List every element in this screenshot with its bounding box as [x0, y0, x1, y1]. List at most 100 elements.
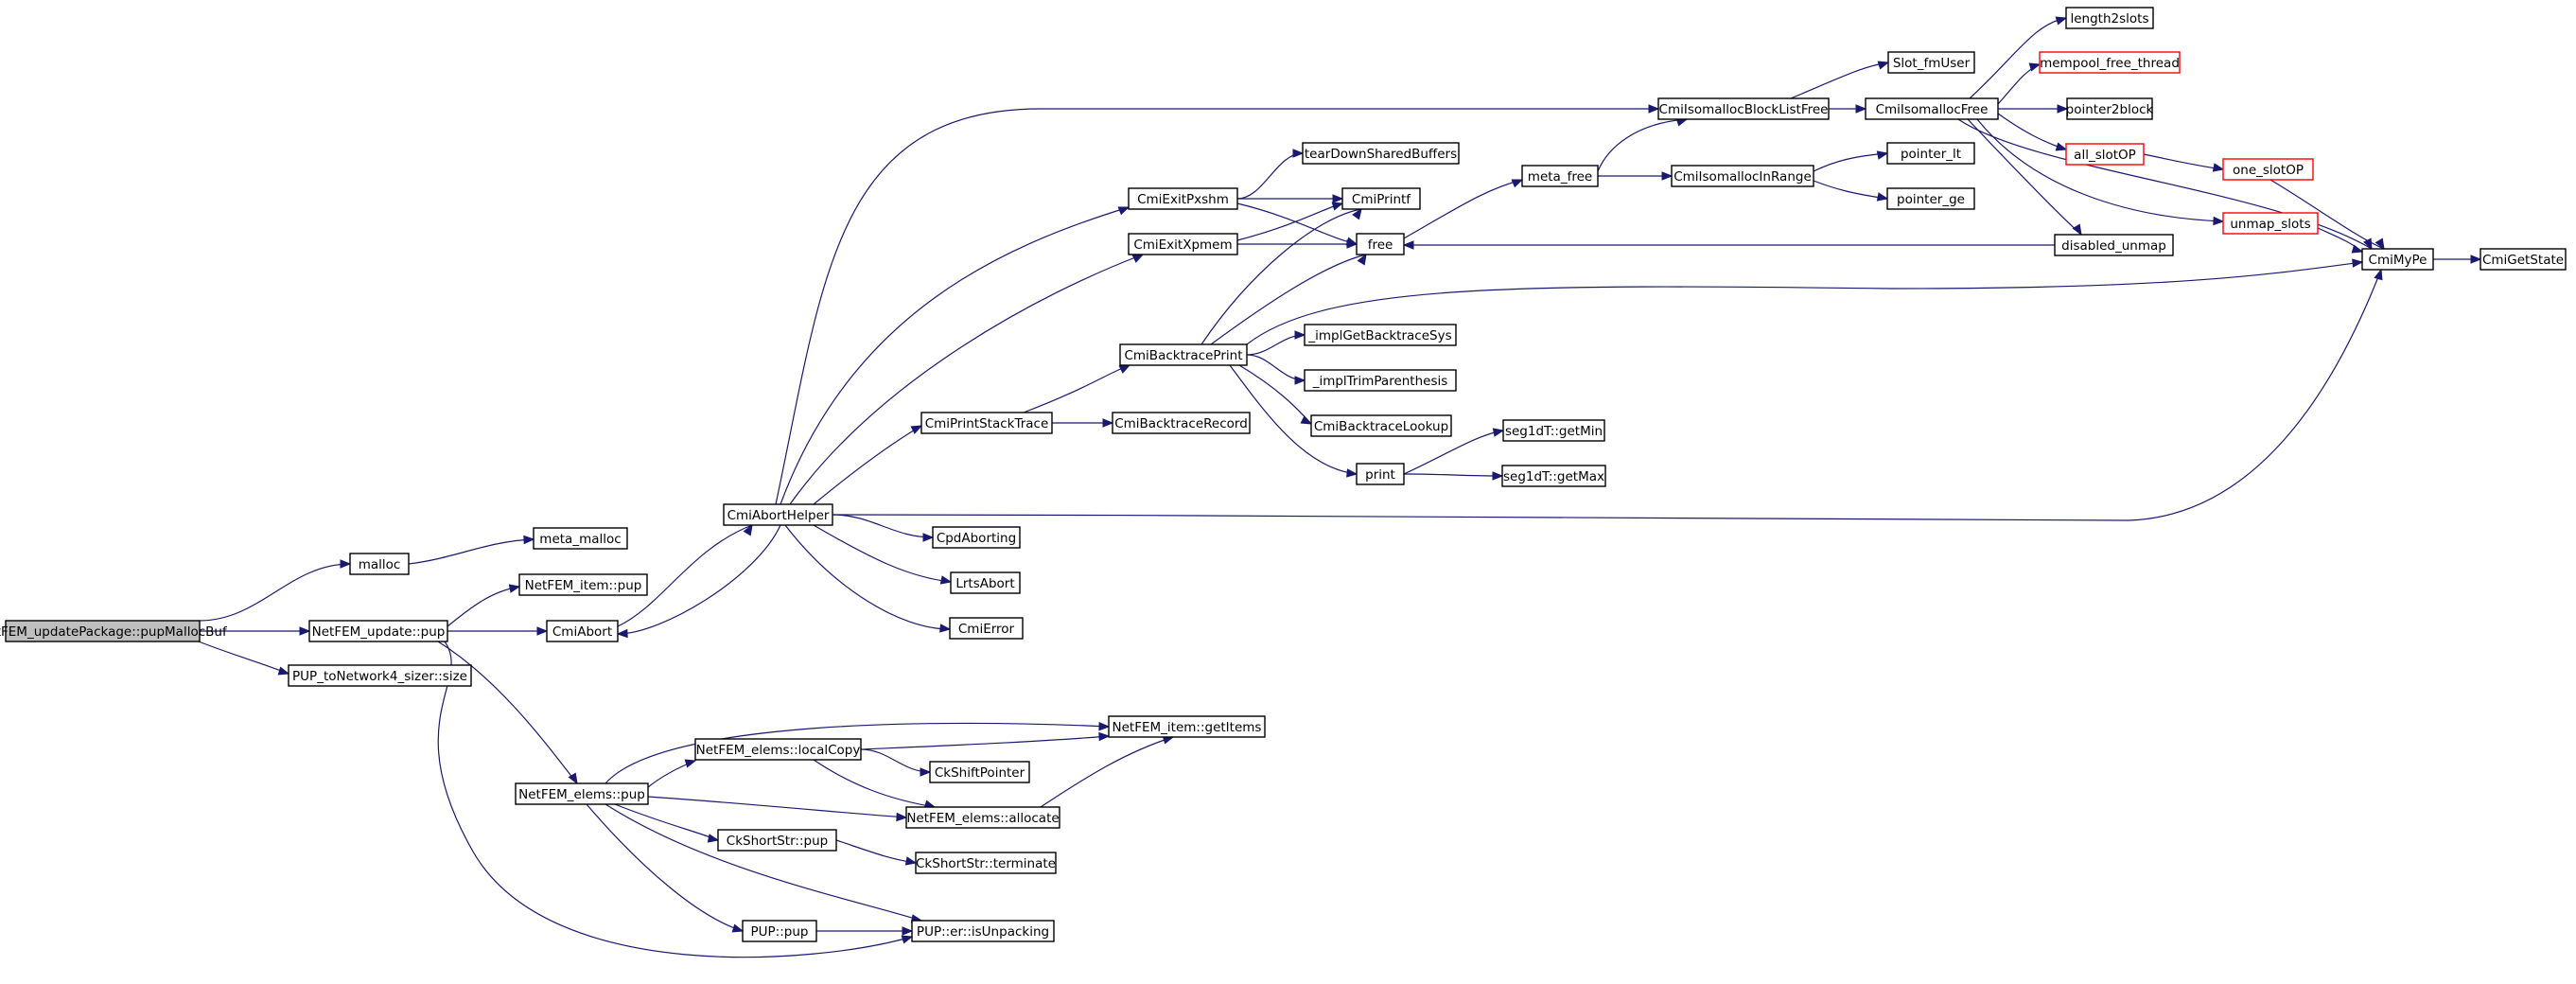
node-malloc[interactable]: malloc — [349, 553, 410, 575]
node-meta-free[interactable]: meta_free — [1521, 165, 1599, 187]
node-cmiexitpxshm[interactable]: CmiExitPxshm — [1128, 187, 1238, 210]
edge-cmiprintstacktrace-to-cmibacktraceprint — [1023, 364, 1130, 413]
node-label: CmiPrintStackTrace — [925, 416, 1049, 431]
node-cmibacktracerecord[interactable]: CmiBacktraceRecord — [1112, 412, 1251, 434]
node-ckshortstr-terminate[interactable]: CkShortStr::terminate — [915, 852, 1057, 874]
edge-free-to-meta_free-arrowhead — [1511, 179, 1524, 188]
node-label: meta_malloc — [539, 532, 621, 547]
edge-cmiexitpxshm-to-free — [1236, 202, 1358, 245]
edge-cmiisomallocfree-to-mempool_free_thread — [1997, 63, 2041, 105]
edge-cmiisomallocfree-to-unmap_slots — [1976, 118, 2224, 222]
node-cmierror[interactable]: CmiError — [949, 617, 1024, 640]
node-lrtsabort[interactable]: LrtsAbort — [950, 571, 1021, 594]
node-label: seg1dT::getMax — [1503, 469, 1604, 484]
node-isunpacking[interactable]: PUP::er::isUnpacking — [911, 920, 1055, 942]
edge-netfem_elems_pup-to-isunpacking — [605, 803, 922, 922]
node-netfem-update-pup[interactable]: NetFEM_update::pup — [308, 620, 448, 642]
node-getitems[interactable]: NetFEM_item::getItems — [1108, 715, 1266, 738]
node-label: print — [1365, 467, 1395, 483]
node-label: CmiBacktraceRecord — [1114, 416, 1248, 431]
edge-netfem_elems_pup-to-ckshortstr_pup-arrowhead — [707, 834, 720, 843]
node-box — [2222, 158, 2314, 181]
node-box — [518, 573, 648, 596]
node-box — [2054, 234, 2174, 256]
edge-cmiisomallocfree-to-all_slotop-arrowhead — [2055, 142, 2068, 151]
edge-unmap_slots-to-cmimype-arrowhead — [2351, 244, 2364, 254]
node-pup-tonetwork4[interactable]: PUP_toNetwork4_sizer::size — [288, 664, 472, 687]
node-cmibacktracelookup[interactable]: CmiBacktraceLookup — [1310, 414, 1452, 437]
node-root[interactable]: NetFEM_updatePackage::pupMallocBuf — [0, 620, 228, 642]
node-impl-trimparenthesis[interactable]: _implTrimParenthesis — [1304, 369, 1457, 392]
node-localcopy[interactable]: NetFEM_elems::localCopy — [694, 738, 862, 761]
node-free[interactable]: free — [1356, 233, 1405, 255]
node-box — [1356, 463, 1405, 485]
node-cmibacktraceprint[interactable]: CmiBacktracePrint — [1119, 343, 1248, 366]
node-label: CmiAbortHelper — [727, 508, 830, 523]
node-pointer-ge[interactable]: pointer_ge — [1886, 187, 1975, 210]
node-box — [1119, 343, 1248, 366]
node-ckshortstr-pup[interactable]: CkShortStr::pup — [717, 829, 837, 852]
edge-netfem_update_pup-to-netfem_elems_pup-arrowhead — [568, 772, 578, 785]
node-cmiprintf[interactable]: CmiPrintf — [1341, 187, 1421, 210]
node-cpdaborting[interactable]: CpdAborting — [932, 526, 1021, 549]
node-teardown[interactable]: tearDownSharedBuffers — [1302, 142, 1460, 165]
node-label: _implTrimParenthesis — [1312, 374, 1448, 389]
node-unmap-slots[interactable]: unmap_slots — [2222, 212, 2319, 235]
edge-cmiaborthelper-to-cmiabort-arrowhead — [616, 628, 628, 639]
node-cmiabort[interactable]: CmiAbort — [546, 620, 619, 642]
edge-root-to-pup_tonetwork4-arrowhead — [277, 666, 290, 676]
node-allocate[interactable]: NetFEM_elems::allocate — [905, 806, 1060, 829]
node-all-slotop[interactable]: all_slotOP — [2065, 143, 2145, 166]
node-label: CmiExitPxshm — [1137, 192, 1229, 207]
node-pointer2block[interactable]: pointer2block — [2066, 97, 2154, 120]
edge-one_slotop-to-cmimype-arrowhead — [2374, 237, 2385, 251]
node-ckshiftpointer[interactable]: CkShiftPointer — [929, 761, 1030, 783]
node-cmiexitxpmem[interactable]: CmiExitXpmem — [1128, 233, 1238, 255]
edge-blocklistfree-to-cmiisomallocfree-arrowhead — [1855, 104, 1867, 114]
node-cmiprintstacktrace[interactable]: CmiPrintStackTrace — [920, 412, 1053, 434]
edge-cmiisomallocinrange-to-pointer_lt-arrowhead — [1876, 150, 1889, 160]
node-netfem-elems-pup[interactable]: NetFEM_elems::pup — [515, 782, 649, 805]
edge-cmibacktraceprint-to-cmimype-arrowhead — [2352, 258, 2364, 268]
node-box — [1128, 233, 1238, 255]
node-label: NetFEM_elems::pup — [518, 787, 645, 802]
node-box — [1671, 165, 1814, 187]
node-slot-fmuser[interactable]: Slot_fmUser — [1887, 51, 1975, 74]
node-impl-getbacktracesys[interactable]: _implGetBacktraceSys — [1304, 324, 1457, 346]
node-one-slotop[interactable]: one_slotOP — [2222, 158, 2314, 181]
node-length2slots[interactable]: length2slots — [2065, 7, 2154, 29]
node-box — [288, 664, 472, 687]
node-seg1dt-getmax[interactable]: seg1dT::getMax — [1501, 465, 1606, 487]
node-blocklistfree[interactable]: CmiIsomallocBlockListFree — [1657, 97, 1830, 120]
edge-cmiaborthelper-to-cmiabort — [617, 524, 781, 635]
node-cmiisomallocinrange[interactable]: CmiIsomallocInRange — [1671, 165, 1814, 187]
node-mempool-free-thread[interactable]: mempool_free_thread — [2039, 51, 2181, 74]
edge-cmiisomallocfree-to-pointer2block-arrowhead — [2057, 104, 2069, 114]
node-cmigetstate[interactable]: CmiGetState — [2480, 248, 2567, 271]
node-cmiaborthelper[interactable]: CmiAbortHelper — [723, 503, 833, 526]
node-netfem-item-pup[interactable]: NetFEM_item::pup — [518, 573, 648, 596]
node-pup-pup[interactable]: PUP::pup — [742, 920, 817, 942]
node-box — [1304, 369, 1457, 392]
node-label: PUP::pup — [751, 924, 809, 940]
node-box — [2066, 97, 2153, 120]
edge-pup_pup-to-isunpacking-arrowhead — [902, 926, 914, 936]
node-meta-malloc[interactable]: meta_malloc — [533, 527, 628, 550]
edge-root-to-malloc-arrowhead — [340, 559, 352, 569]
node-pointer-lt[interactable]: pointer_lt — [1886, 142, 1975, 165]
edge-localcopy-to-ckshiftpointer — [860, 748, 931, 773]
node-box — [5, 620, 201, 642]
node-box — [1886, 142, 1975, 165]
node-label: Slot_fmUser — [1893, 56, 1971, 71]
node-cmiisomallocfree[interactable]: CmiIsomallocFree — [1865, 97, 1999, 120]
node-disabled-unmap[interactable]: disabled_unmap — [2054, 234, 2174, 256]
node-box — [1341, 187, 1421, 210]
edge-cmiaborthelper-to-cmierror-arrowhead — [939, 624, 952, 633]
node-seg1dt-getmin[interactable]: seg1dT::getMin — [1502, 419, 1605, 442]
node-label: PUP_toNetwork4_sizer::size — [292, 669, 467, 684]
node-label: seg1dT::getMin — [1505, 424, 1603, 439]
node-print[interactable]: print — [1356, 463, 1405, 485]
node-label: tearDownSharedBuffers — [1305, 147, 1457, 162]
node-cmimype[interactable]: CmiMyPe — [2361, 248, 2434, 271]
edge-cmibacktraceprint-to-print-arrowhead — [1346, 468, 1358, 478]
